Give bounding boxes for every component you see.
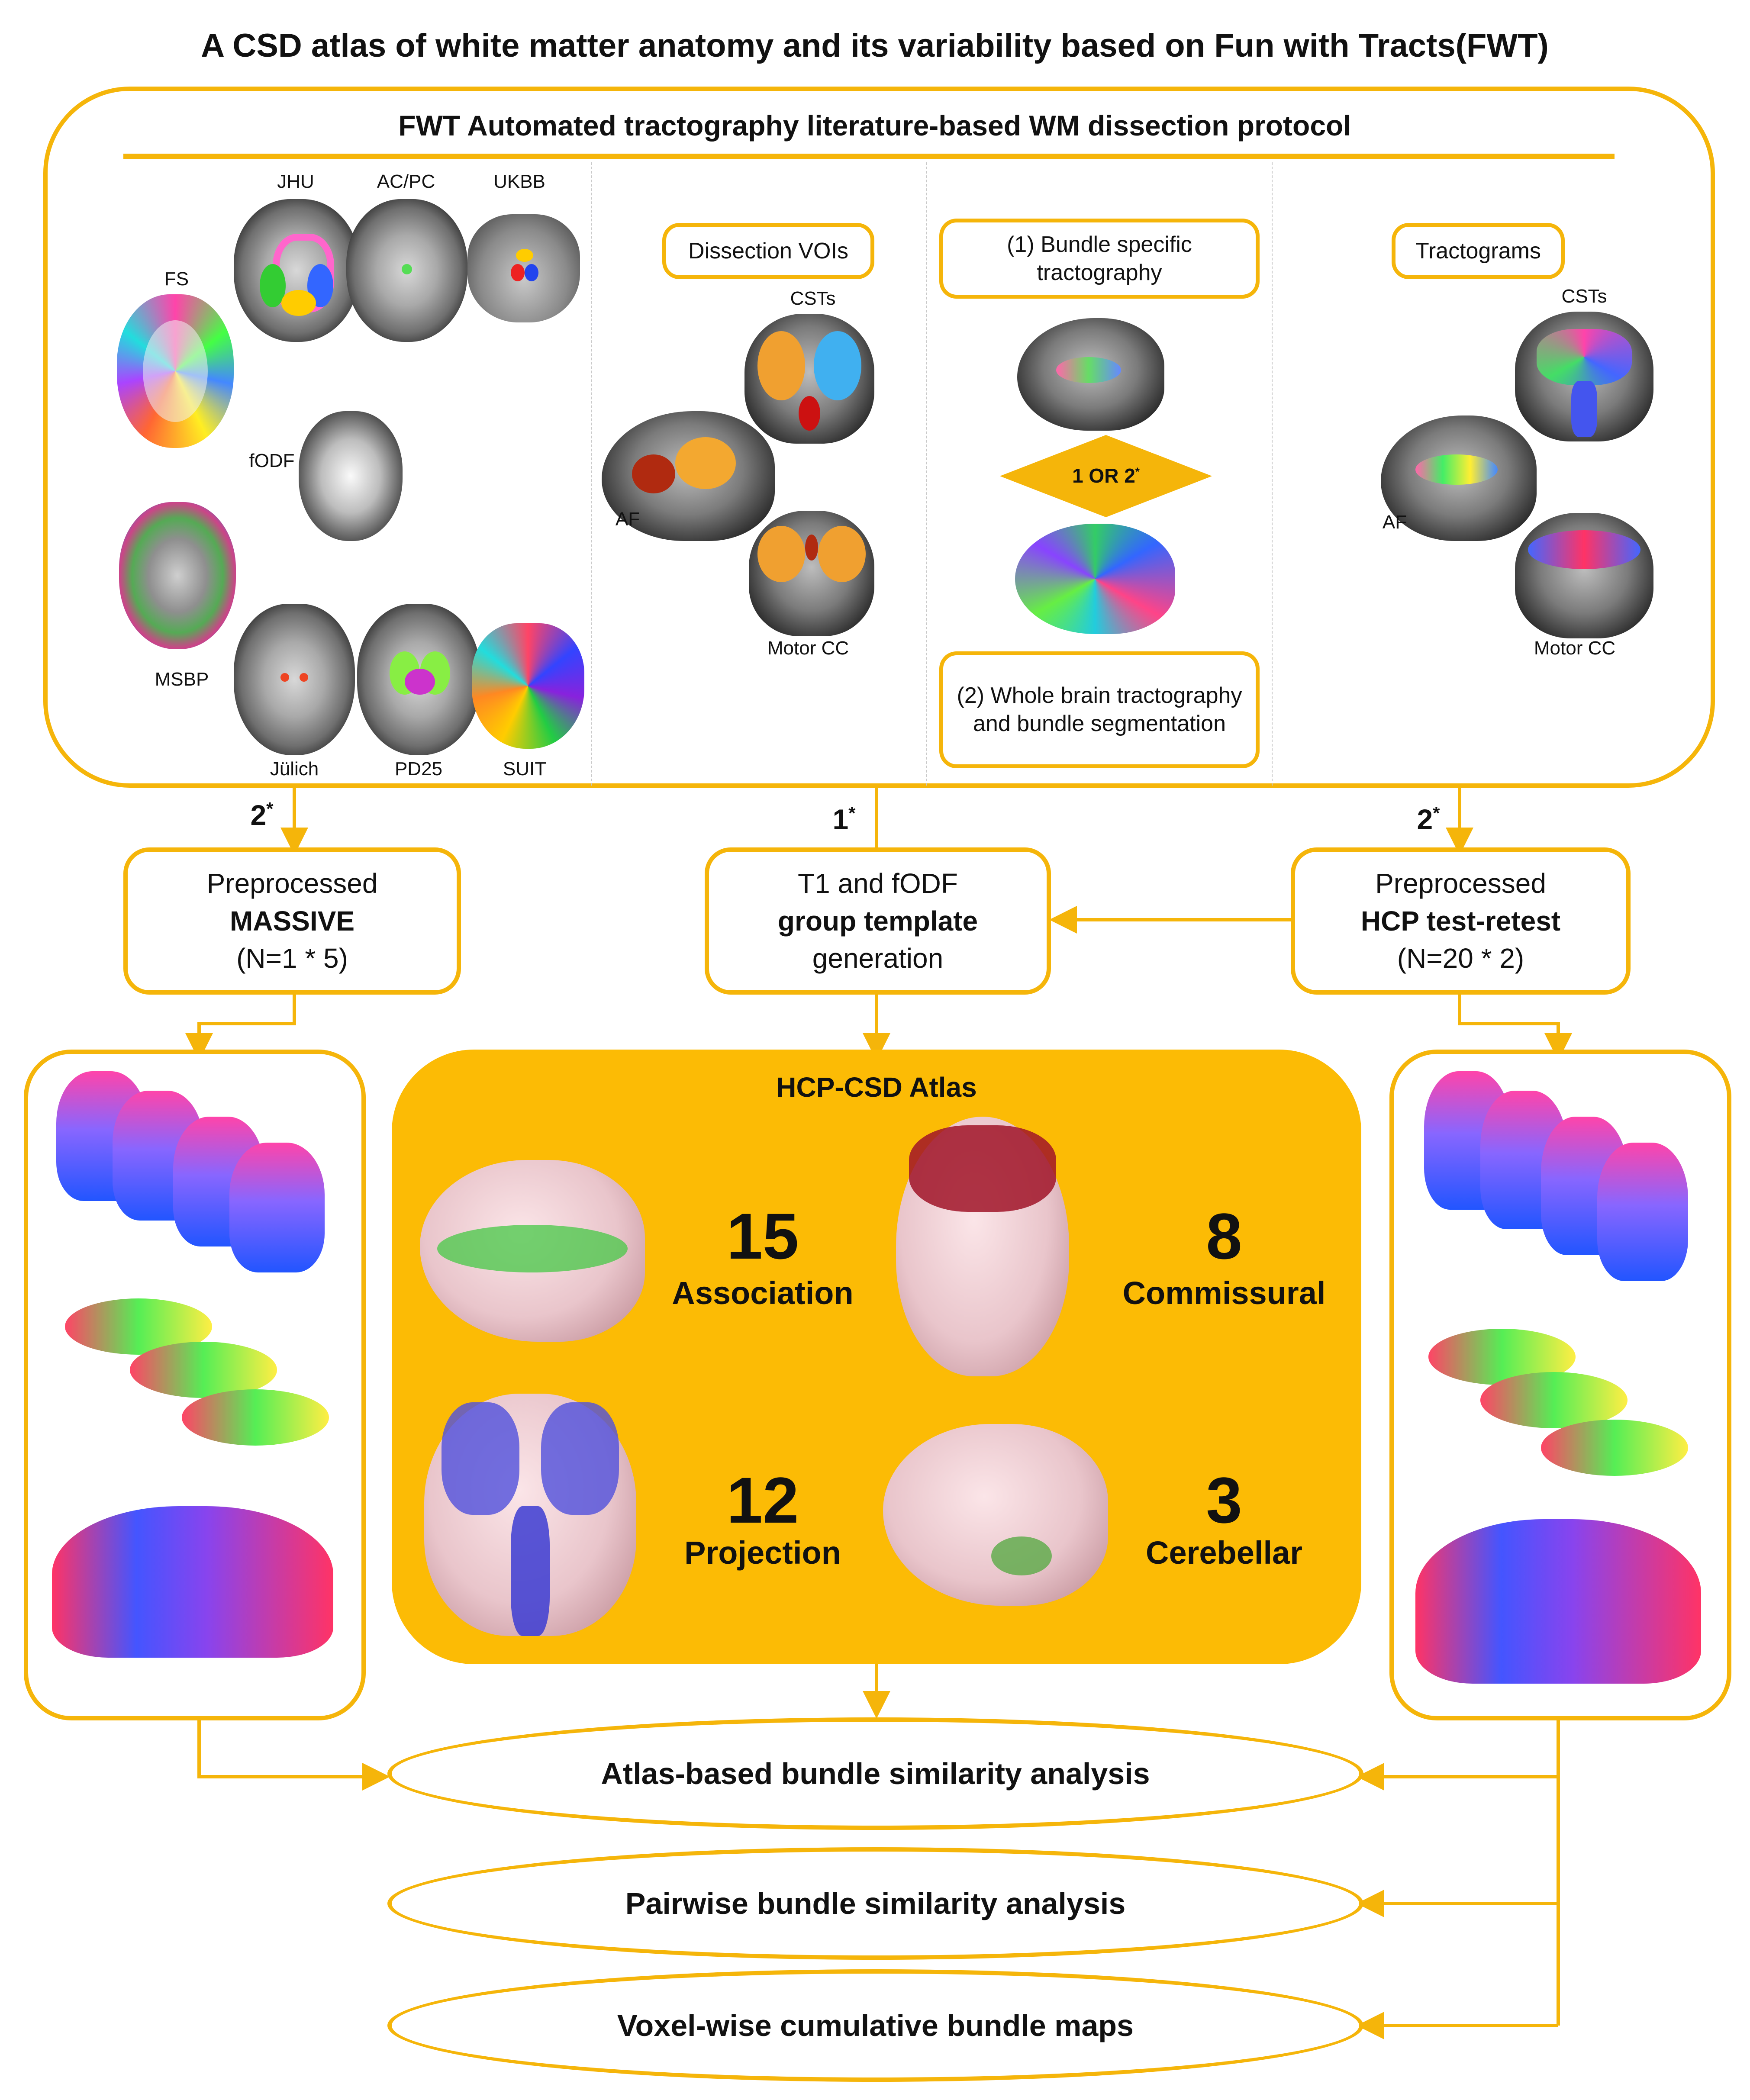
ukbb-atlas-image	[467, 214, 580, 322]
group-template-box: T1 and fODF group template generation	[705, 847, 1051, 995]
suit-atlas-image	[472, 623, 584, 749]
whole-brain-tractography-image	[1015, 524, 1175, 634]
whole-brain-segmentation-box: (2) Whole brain tractography and bundle …	[939, 651, 1260, 768]
commissural-count: 8	[1206, 1200, 1242, 1272]
tract-af-image	[1381, 415, 1537, 541]
tract-csts-image	[1515, 312, 1653, 441]
hcp-name: HCP test-retest	[1360, 905, 1561, 937]
julich-label: Jülich	[270, 758, 319, 779]
acpc-label: AC/PC	[377, 171, 435, 192]
massive-cst-4	[229, 1143, 325, 1272]
fodf-label: fODF	[249, 450, 295, 471]
massive-af-2	[130, 1342, 277, 1398]
cerebellar-count: 3	[1206, 1464, 1242, 1536]
msbp-label: MSBP	[155, 669, 209, 690]
heading-underline	[123, 154, 1615, 159]
branch-right-number: 2*	[1417, 803, 1440, 835]
pairwise-similarity-oval: Pairwise bundle similarity analysis	[387, 1847, 1363, 1960]
commissural-label: Commissural	[1122, 1275, 1326, 1311]
hcp-count: (N=20 * 2)	[1397, 943, 1524, 974]
pd25-label: PD25	[394, 758, 443, 779]
figure-title: A CSD atlas of white matter anatomy and …	[201, 27, 1549, 64]
voi-af-label: AF	[615, 509, 640, 530]
projection-brain-render	[424, 1394, 636, 1636]
branch-center-number: 1*	[832, 803, 856, 835]
tract-motor-cc-image	[1515, 513, 1653, 638]
hcp-af-3	[1541, 1420, 1688, 1476]
bundle-specific-tractography-image	[1017, 318, 1164, 431]
massive-af-3	[182, 1389, 329, 1446]
commissural-brain-render	[896, 1117, 1069, 1376]
fs-atlas-image	[117, 294, 234, 448]
acpc-atlas-image	[346, 199, 467, 342]
voi-csts-label: CSTs	[790, 288, 836, 309]
decision-label: 1 OR 2*	[1072, 464, 1140, 487]
hcp-motor-cc	[1415, 1519, 1701, 1684]
tractograms-label-box: Tractograms	[1392, 223, 1565, 279]
dissection-vois-label-box: Dissection VOIs	[662, 223, 874, 279]
massive-name: MASSIVE	[229, 905, 355, 937]
association-label: Association	[672, 1275, 854, 1311]
voi-motor-cc-image	[749, 511, 874, 636]
template-name: group template	[777, 905, 978, 937]
association-count: 15	[726, 1200, 799, 1272]
voi-csts-image	[744, 314, 874, 444]
branch-left-number: 2*	[250, 799, 274, 831]
massive-dataset-box: Preprocessed MASSIVE (N=1 * 5)	[123, 847, 461, 995]
jhu-label: JHU	[277, 171, 314, 192]
template-line1: T1 and fODF	[798, 868, 958, 899]
tract-csts-label: CSTs	[1561, 286, 1607, 307]
voi-af-image	[602, 411, 775, 541]
hcp-dataset-box: Preprocessed HCP test-retest (N=20 * 2)	[1291, 847, 1631, 995]
tract-af-label: AF	[1382, 512, 1407, 533]
decision-diamond	[1000, 435, 1212, 517]
hcp-af-2	[1480, 1372, 1628, 1428]
jhu-atlas-image	[234, 199, 359, 342]
msbp-atlas-image	[119, 502, 236, 649]
voi-motor-cc-label: Motor CC	[767, 638, 849, 659]
panel-divider-3	[1272, 162, 1273, 786]
projection-count: 12	[726, 1464, 799, 1536]
massive-line1: Preprocessed	[206, 868, 378, 899]
pd25-atlas-image	[357, 604, 480, 755]
hcp-cst-4	[1597, 1143, 1688, 1281]
protocol-heading: FWT Automated tractography literature-ba…	[398, 110, 1351, 142]
suit-label: SUIT	[503, 758, 547, 779]
cerebellar-brain-render	[883, 1424, 1108, 1606]
atlas-based-similarity-oval: Atlas-based bundle similarity analysis	[387, 1717, 1363, 1830]
voxel-wise-maps-oval: Voxel-wise cumulative bundle maps	[387, 1969, 1363, 2082]
hcp-line1: Preprocessed	[1375, 868, 1546, 899]
projection-label: Projection	[684, 1535, 841, 1571]
fs-label: FS	[164, 268, 189, 290]
massive-count: (N=1 * 5)	[236, 943, 348, 974]
panel-divider-1	[591, 162, 592, 786]
atlas-title: HCP-CSD Atlas	[776, 1072, 977, 1103]
fodf-template-image	[299, 411, 403, 541]
bundle-specific-tractography-box: (1) Bundle specific tractography	[939, 219, 1260, 299]
massive-motor-cc	[52, 1506, 333, 1658]
template-line3: generation	[812, 943, 944, 974]
association-brain-render	[420, 1160, 645, 1342]
ukbb-label: UKBB	[493, 171, 545, 192]
panel-divider-2	[926, 162, 927, 786]
julich-atlas-image	[234, 604, 355, 755]
cerebellar-label: Cerebellar	[1146, 1535, 1302, 1571]
tract-motor-cc-label: Motor CC	[1534, 638, 1616, 659]
